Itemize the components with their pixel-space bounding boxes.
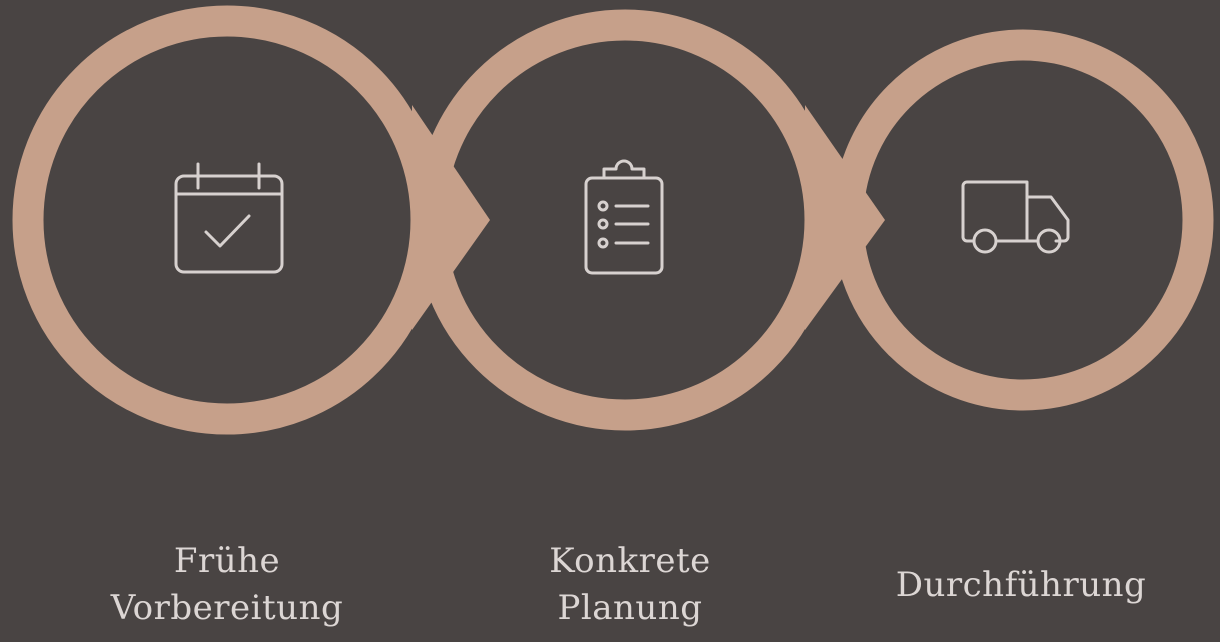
step-3-label: Durchführung — [895, 564, 1147, 605]
step-3-ring — [805, 29, 1214, 411]
step-1-ring — [12, 5, 442, 435]
step-2-label: Konkrete Planung — [549, 541, 711, 628]
step-2-ring — [412, 9, 836, 431]
step-1-label: Frühe Vorbereitung — [110, 541, 344, 628]
step-3-label-box: Durchführung — [871, 528, 1171, 642]
step-1-label-box: Frühe Vorbereitung — [77, 528, 377, 642]
calendar-check-icon — [174, 162, 284, 274]
truck-icon — [961, 180, 1070, 254]
clipboard-list-icon — [584, 159, 664, 275]
step-2-label-box: Konkrete Planung — [480, 528, 780, 642]
